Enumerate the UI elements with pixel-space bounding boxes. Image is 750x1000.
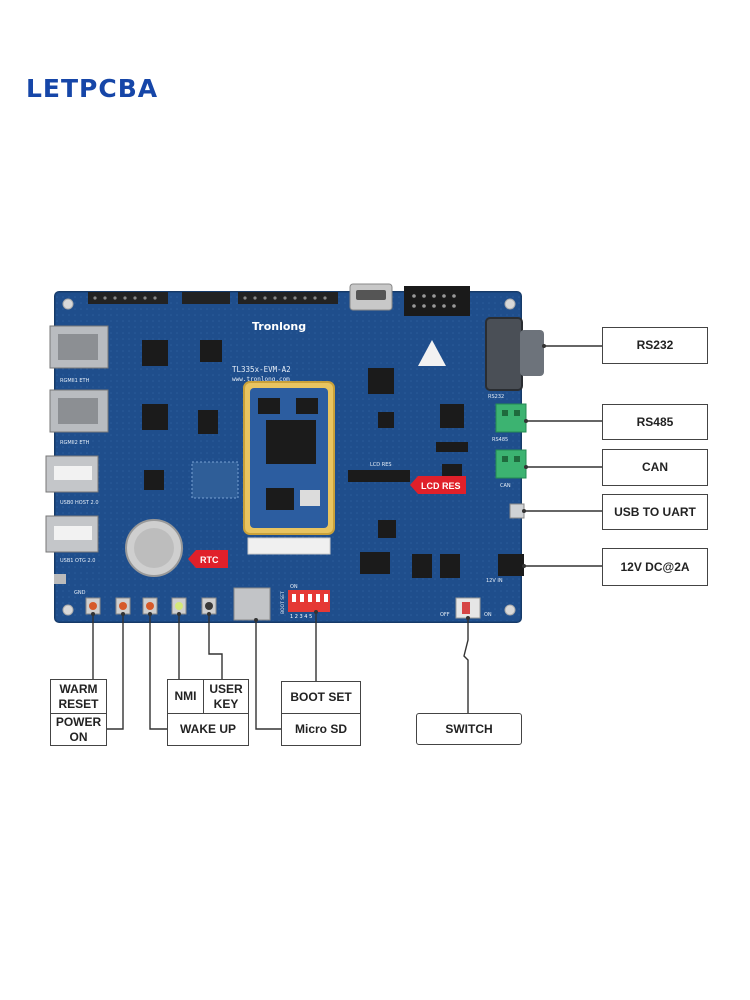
silk-switch-off: OFF <box>440 612 450 618</box>
can-terminal <box>495 449 527 479</box>
lcd-res-callout <box>410 476 466 494</box>
ic-chip <box>142 404 168 430</box>
flash-chip <box>266 488 294 510</box>
ic-chip <box>200 340 222 362</box>
silk-rs232: RS232 <box>488 394 504 400</box>
esd-warning-icon <box>418 340 446 366</box>
ram-chip <box>258 398 280 414</box>
label-micro-sd: Micro SD <box>281 713 361 746</box>
label-warm-reset: WARM RESET <box>50 679 107 714</box>
rs485-terminal <box>495 403 527 433</box>
db9-connector <box>485 317 523 391</box>
letpcba-logo: LETPCBA <box>26 74 159 103</box>
label-can: CAN <box>602 449 708 486</box>
pin-header <box>182 292 230 304</box>
silk-dc: 12V IN <box>486 578 503 584</box>
label-switch: SWITCH <box>416 713 522 745</box>
vendor-silk: Tronlong <box>252 320 306 333</box>
silk-usb0: USB0 HOST 2.0 <box>60 500 99 506</box>
ram-chip <box>296 398 318 414</box>
leader-micro-sd <box>255 620 281 730</box>
ic-chip <box>412 554 432 578</box>
ic-chip <box>442 464 462 478</box>
label-boot-set: BOOT SET <box>281 681 361 714</box>
ic-chip <box>142 340 168 366</box>
uart-usb-port <box>509 503 525 519</box>
ic-chip <box>368 368 394 394</box>
model-silk: TL335x-EVM-A2 <box>232 365 291 374</box>
label-rs232: RS232 <box>602 327 708 364</box>
mount-hole <box>62 604 74 616</box>
silk-eth1: RGMII1 ETH <box>60 378 90 384</box>
silk-rs485: RS485 <box>492 437 508 443</box>
micro-sd-slot <box>233 587 271 621</box>
pin-header <box>238 292 338 304</box>
ic-chip <box>378 412 394 428</box>
label-power-on: POWER ON <box>50 713 107 746</box>
silk-eth2: RGMII2 ETH <box>60 440 90 446</box>
silk-lcd-res: LCD RES <box>370 462 392 468</box>
label-12v-dc: 12V DC@2A <box>602 548 708 586</box>
ic-chip <box>360 552 390 574</box>
pin-header <box>88 292 168 304</box>
silk-gnd: GND <box>74 590 86 596</box>
chip-array <box>191 461 239 499</box>
silk-switch-on: ON <box>484 612 492 618</box>
mount-hole <box>62 298 74 310</box>
ic-chip <box>378 520 396 538</box>
lcd-fpc <box>247 537 331 555</box>
url-silk: www.tronlong.com <box>232 376 290 383</box>
box-header <box>404 286 470 316</box>
label-rs485: RS485 <box>602 404 708 440</box>
silk-can: CAN <box>500 483 511 489</box>
leader-wake-up <box>149 614 167 730</box>
ic-chip <box>440 404 464 428</box>
ic-chip <box>440 554 460 578</box>
label-nmi: NMI <box>167 679 204 714</box>
leader-power-on <box>107 614 124 730</box>
mount-hole <box>504 298 516 310</box>
rtc-callout-text: RTC <box>200 555 219 565</box>
lcd-connector <box>348 470 410 482</box>
rtc-callout <box>188 550 228 568</box>
leader-switch <box>463 618 469 713</box>
mini-usb <box>54 574 66 584</box>
silk-boot: BOOT SET <box>280 591 286 614</box>
ic-chip <box>436 442 468 452</box>
silk-usb1: USB1 OTG 2.0 <box>60 558 95 564</box>
label-wake-up: WAKE UP <box>167 713 249 746</box>
soc-chip <box>266 420 316 464</box>
ic-chip <box>198 410 218 434</box>
mount-hole <box>504 604 516 616</box>
lcd-res-callout-text: LCD RES <box>421 481 461 491</box>
leader-user-key <box>208 614 223 679</box>
silk-dip-nums: 1 2 3 4 5 <box>290 614 312 620</box>
label-user-key: USER KEY <box>203 679 249 714</box>
silk-dip-on: ON <box>290 584 298 590</box>
dc-jack <box>498 554 524 576</box>
label-usb-to-uart: USB TO UART <box>602 494 708 530</box>
ic-chip <box>144 470 164 490</box>
